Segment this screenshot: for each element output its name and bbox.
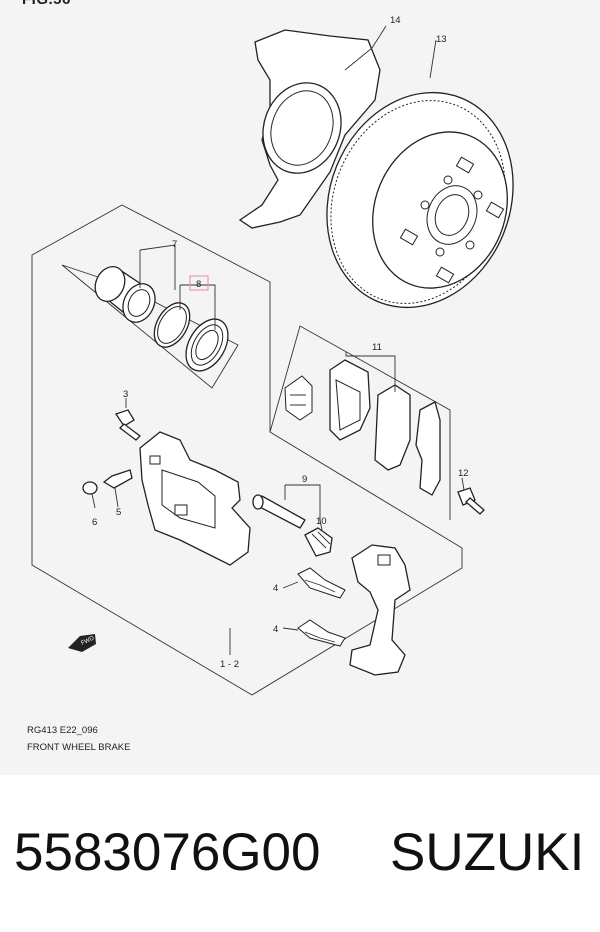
piston-seal-ring [153, 302, 191, 348]
diagram-code: RG413 E22_096 [27, 725, 98, 736]
callout-1-2: 1 - 2 [220, 659, 239, 670]
fwd-label: FWD [80, 635, 96, 646]
callout-5: 5 [116, 507, 121, 518]
pin-boot [304, 527, 333, 557]
exploded-view-drawing: FWD 14 13 7 8 11 3 12 9 6 5 10 4 4 1 - 2 [31, 15, 514, 696]
diagram-caption: FRONT WHEEL BRAKE [27, 742, 131, 753]
callout-10: 10 [316, 516, 327, 527]
brand-name: SUZUKI [390, 823, 585, 882]
fwd-arrow-icon: FWD [68, 634, 96, 652]
caliper-bolt [114, 409, 141, 441]
pad-shim-clip [284, 375, 441, 496]
bleeder-cap [82, 481, 98, 495]
diagram-panel: FWD 14 13 7 8 11 3 12 9 6 5 10 4 4 1 - 2… [0, 0, 600, 775]
caliper-body [139, 431, 251, 566]
callout-12: 12 [458, 468, 469, 479]
callout-8: 8 [196, 279, 201, 290]
bleeder-plug [102, 469, 133, 489]
leader-lines [91, 25, 465, 655]
piston-boot [185, 318, 229, 372]
brake-pad-inner [329, 359, 371, 441]
callout-4-lower: 4 [273, 624, 278, 635]
caliper-carrier [349, 544, 411, 676]
brake-disc [326, 91, 514, 309]
figure-label: FIG.56 [22, 0, 71, 8]
slide-pin [252, 494, 306, 529]
callout-4-upper: 4 [273, 583, 278, 594]
highlight-box-8 [189, 275, 209, 291]
callout-3: 3 [123, 389, 128, 400]
callout-11: 11 [372, 342, 382, 353]
callout-14: 14 [390, 15, 401, 26]
pad-spring-lower [297, 619, 346, 647]
assembly-frame [31, 204, 463, 696]
callout-9: 9 [302, 474, 307, 485]
brake-pad-outer [374, 384, 411, 471]
bracket-bolt [457, 487, 485, 515]
callout-6: 6 [92, 517, 97, 528]
caliper-piston [94, 265, 156, 323]
callout-13: 13 [436, 34, 447, 45]
dust-shield [238, 29, 381, 229]
pad-area-frame [269, 325, 451, 520]
callout-7: 7 [172, 239, 177, 250]
pad-spring-upper [297, 567, 346, 599]
part-number: 5583076G00 [14, 823, 321, 882]
